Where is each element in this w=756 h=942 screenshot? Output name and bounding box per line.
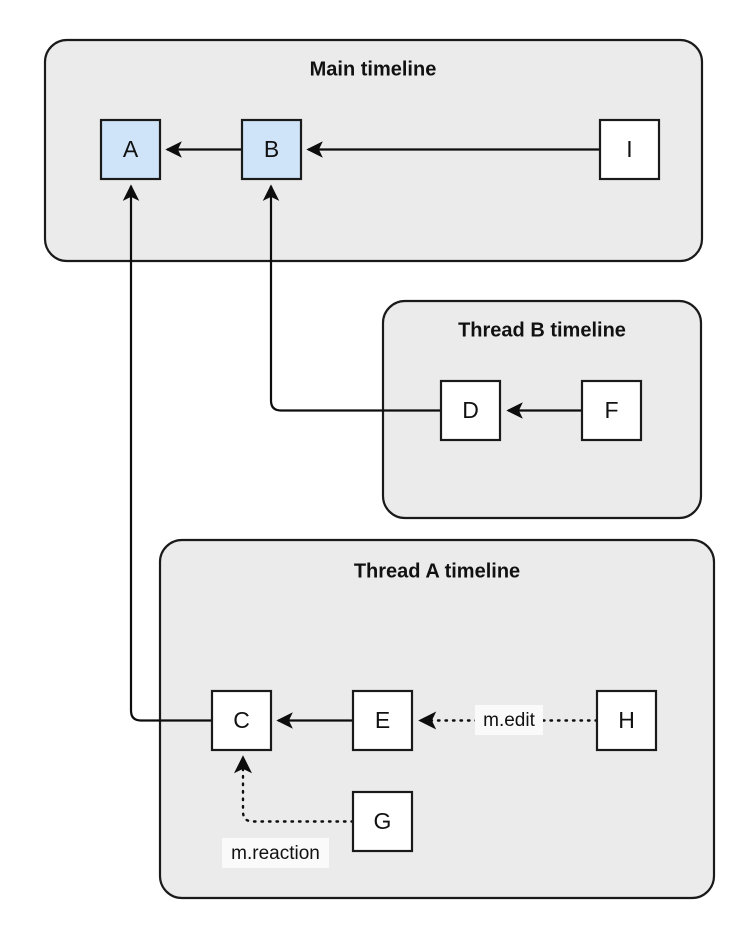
node-f-label: F: [604, 397, 618, 423]
node-i-box[interactable]: [598, 118, 661, 181]
node-f[interactable]: F: [580, 379, 643, 442]
node-g[interactable]: G: [351, 790, 414, 853]
edge-labels-layer: m.edit m.reaction: [222, 705, 543, 868]
edge-label-m-edit-text: m.edit: [483, 710, 535, 731]
node-c[interactable]: C: [210, 689, 273, 752]
node-e-label: E: [375, 707, 390, 733]
nodes-layer: A B I D F C: [99, 118, 661, 853]
node-d[interactable]: D: [439, 379, 502, 442]
edge-g-to-c: [234, 755, 355, 823]
edge-label-m-edit: m.edit: [475, 705, 543, 735]
node-h-label: H: [618, 707, 635, 733]
node-i-label: I: [626, 136, 632, 162]
node-c-box[interactable]: [210, 689, 273, 752]
node-g-box[interactable]: [351, 790, 414, 853]
group-thread-b-timeline-title: Thread B timeline: [458, 319, 626, 341]
group-main-timeline-title: Main timeline: [310, 58, 437, 80]
group-thread-a-timeline: Thread A timeline: [158, 538, 716, 900]
node-i[interactable]: I: [598, 118, 661, 181]
edge-label-m-edit-bg: [475, 705, 543, 735]
node-a-box[interactable]: [99, 118, 162, 181]
node-h[interactable]: H: [595, 689, 658, 752]
node-b-box[interactable]: [240, 118, 303, 181]
edge-c-to-a: [122, 184, 212, 722]
group-thread-a-timeline-shape: [158, 538, 716, 900]
node-g-label: G: [374, 808, 392, 834]
node-h-box[interactable]: [595, 689, 658, 752]
node-a[interactable]: A: [99, 118, 162, 181]
node-a-label: A: [123, 136, 139, 162]
edge-label-m-reaction-bg: [222, 838, 329, 868]
edge-label-m-reaction-text: m.reaction: [231, 843, 320, 864]
edge-label-m-reaction: m.reaction: [222, 838, 329, 868]
edges-layer: [122, 141, 600, 823]
node-d-box[interactable]: [439, 379, 502, 442]
node-c-label: C: [233, 707, 250, 733]
node-e[interactable]: E: [351, 689, 414, 752]
node-b[interactable]: B: [240, 118, 303, 181]
node-d-label: D: [462, 397, 479, 423]
node-e-box[interactable]: [351, 689, 414, 752]
node-b-label: B: [264, 136, 279, 162]
edge-d-to-b: [262, 184, 441, 412]
node-f-box[interactable]: [580, 379, 643, 442]
group-thread-a-timeline-title: Thread A timeline: [354, 560, 520, 582]
